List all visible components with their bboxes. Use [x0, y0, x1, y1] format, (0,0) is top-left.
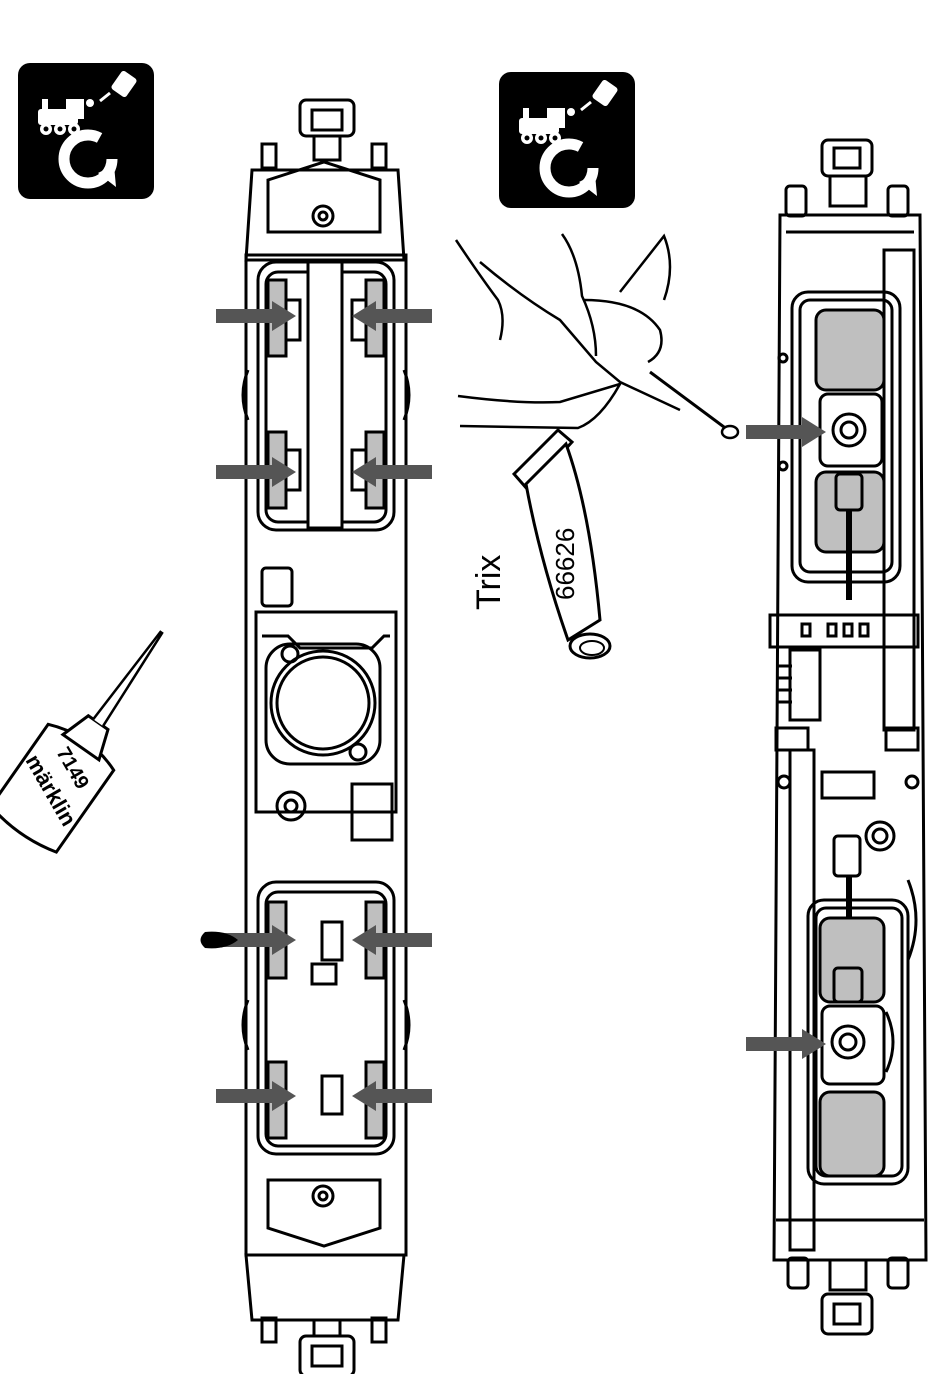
maintenance-lubrication-icon [499, 72, 635, 208]
grease-number-text: 66626 [550, 528, 580, 600]
loco-chassis-top-view [243, 100, 409, 1374]
oil-bottle: märklin 7149 [0, 610, 238, 949]
grease-brand-text: Trix [470, 555, 508, 610]
loco-chassis-side-view [770, 140, 926, 1334]
hand-with-applicator [456, 234, 738, 438]
grease-tube: 66626 Trix [470, 430, 610, 658]
lubrication-arrows-bottom-bogie [216, 925, 432, 1111]
maintenance-lubrication-icon [18, 63, 154, 199]
